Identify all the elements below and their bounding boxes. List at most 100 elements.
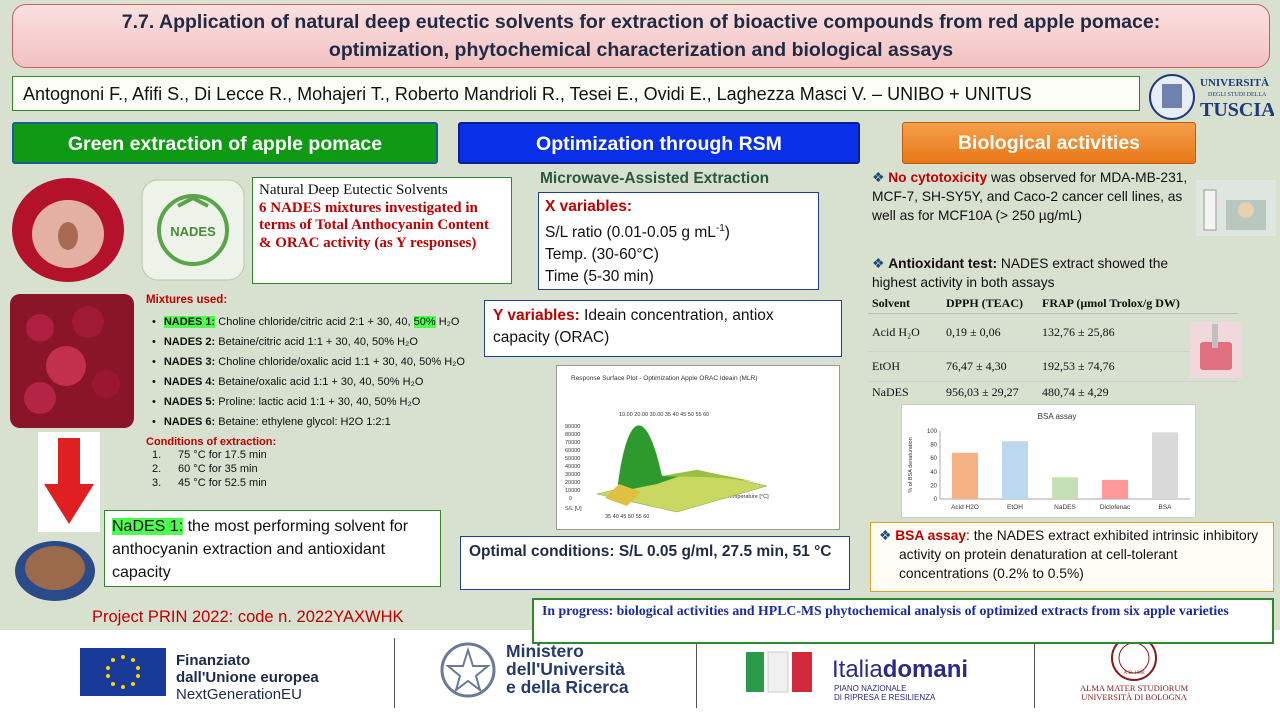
rsm-title: Response Surface Plot - Optimization App… [571, 375, 757, 382]
italian-republic-emblem-icon [440, 642, 496, 698]
mae-label: Microwave-Assisted Extraction [540, 170, 770, 187]
best-solvent-highlight: NaDES 1: [112, 518, 184, 535]
x-var-time: Time (5-30 min) [545, 268, 654, 286]
y-variables-heading: Y variables: [493, 307, 580, 324]
bsa-ytick-label: 20 [930, 483, 937, 489]
y-variables-box: Y variables: Ideain concentration, antio… [484, 300, 842, 357]
section-optimization: Optimization through RSM [458, 122, 860, 164]
rsm-ytick: 10000 [565, 488, 580, 494]
authors-box: Antognoni F., Afifi S., Di Lecce R., Moh… [12, 76, 1140, 111]
bsa-category-label: EtOH [1007, 504, 1023, 511]
condition-item: 1.75 °C for 17.5 min [152, 449, 267, 461]
svg-text:A.D. 1088: A.D. 1088 [1124, 671, 1145, 676]
x-variables-box: X variables: S/L ratio (0.01-0.05 g mL-1… [538, 192, 819, 290]
bsa-bar [1002, 441, 1028, 499]
tuscia-logo: UNIVERSITÀ DEGLI STUDI DELLA TUSCIA [1148, 70, 1276, 124]
bullet-icon: ❖ [879, 528, 892, 543]
response-surface-plot: Response Surface Plot - Optimization App… [556, 365, 840, 530]
red-apple-image [12, 178, 124, 282]
in-progress-box: In progress: biological activities and H… [532, 598, 1274, 644]
bsa-category-label: Diclofenac [1100, 504, 1131, 511]
eu-flag-icon [80, 648, 166, 696]
cytotoxicity-text: ❖ No cytotoxicity was observed for MDA-M… [872, 170, 1188, 223]
bsa-bar [1052, 477, 1078, 499]
table-row: EtOH 76,47 ± 4,30 192,53 ± 74,76 [868, 352, 1238, 382]
mixture-item: NADES 4: Betaine/oxalic acid 1:1 + 30, 4… [146, 372, 486, 392]
cell-culture-lab-image [1196, 180, 1276, 236]
x-var-sl-ratio: S/L ratio (0.01-0.05 g mL-1) [545, 223, 730, 242]
antioxidant-table: Solvent DPPH (TEAC) FRAP (µmol Trolox/g … [868, 294, 1238, 402]
best-solvent-box: NaDES 1: the most performing solvent for… [104, 510, 441, 587]
mixture-item: NADES 6: Betaine: ethylene glycol: H2O 1… [146, 412, 486, 432]
tuscia-logo-l2: DEGLI STUDI DELLA [1208, 92, 1267, 98]
section-green-extraction: Green extraction of apple pomace [12, 122, 438, 164]
arrow-panel [38, 432, 100, 532]
rsm-ytick: 20000 [565, 480, 580, 486]
rsm-top-ticks: 10.00 20.00 30.00 35 40 45 50 55 60 [619, 412, 709, 418]
bsa-ytick-label: 40 [930, 470, 937, 476]
bsa-category-label: BSA [1158, 504, 1172, 511]
prin-project-code: Project PRIN 2022: code n. 2022YAXWHK [92, 608, 404, 626]
italiadomani-text: Italiadomani [832, 656, 969, 683]
bsa-category-label: Acid H2O [951, 504, 979, 511]
title-line-2: optimization, phytochemical characteriza… [328, 39, 954, 61]
down-arrow-icon [44, 438, 94, 524]
mixtures-list: Mixtures used: NADES 1: Choline chloride… [146, 294, 486, 490]
bsa-ytick-label: 80 [930, 443, 937, 449]
rsm-ytick: 60000 [565, 448, 580, 454]
mixture-item: NADES 1: Choline chloride/citric acid 2:… [146, 312, 486, 332]
best-solvent-text: the most performing solvent for anthocya… [112, 518, 409, 581]
antioxidant-text: ❖ Antioxidant test: NADES extract showed… [872, 256, 1169, 290]
bullet-icon: ❖ [872, 256, 885, 271]
table-row: Acid H₂O 0,19 ± 0,06 132,76 ± 25,86 [868, 314, 1238, 352]
bsa-bar [952, 452, 978, 499]
rsm-ytick: 50000 [565, 456, 580, 462]
bsa-chart-title: BSA assay [1038, 412, 1077, 421]
table-header-row: Solvent DPPH (TEAC) FRAP (µmol Trolox/g … [868, 294, 1238, 314]
nades-icon-label: NADES [170, 224, 216, 239]
title-line-1: 7.7. Application of natural deep eutecti… [121, 11, 1161, 33]
rsm-x-right-label: Temperature [°C] [727, 494, 769, 500]
rsm-ytick: 0 [569, 496, 572, 502]
tuscia-logo-l3: TUSCIA [1200, 99, 1274, 121]
mixture-item: NADES 5: Proline: lactic acid 1:1 + 30, … [146, 392, 486, 412]
y-variables-text: Ideain concentration, antiox capacity (O… [493, 307, 774, 346]
mixture-item: NADES 2: Betaine/citric acid 1:1 + 30, 4… [146, 332, 486, 352]
rsm-x-bottom-ticks: 35 40 45 50 55 60 [605, 514, 649, 520]
tuscia-logo-l1: UNIVERSITÀ [1200, 77, 1269, 89]
section-biological: Biological activities [902, 122, 1196, 164]
mixture-item: NADES 3: Choline chloride/oxalic acid 1:… [146, 352, 486, 372]
optimal-conditions-box: Optimal conditions: S/L 0.05 g/ml, 27.5 … [460, 536, 850, 590]
pipette-sample-image [1190, 322, 1242, 378]
bullet-icon: ❖ [872, 170, 885, 185]
mixtures-heading: Mixtures used: [146, 294, 228, 306]
tuscia-seal-icon: UNIVERSITÀ DEGLI STUDI DELLA TUSCIA [1149, 74, 1276, 121]
rsm-x-left-label: S/L [U] [565, 506, 582, 512]
bsa-bar [1102, 479, 1128, 499]
italiadomani-logo-icon [746, 651, 812, 693]
condition-item: 3.45 °C for 52.5 min [152, 477, 267, 489]
bsa-assay-text: ❖ BSA assay: the NADES extract exhibited… [870, 522, 1274, 592]
bsa-chart-ylabel: % of BSA denaturation [908, 437, 914, 492]
rsm-ytick: 70000 [565, 440, 580, 446]
nades-line-1: Natural Deep Eutectic Solvents [259, 182, 448, 198]
condition-item: 2.60 °C for 35 min [152, 463, 258, 475]
conditions-heading: Conditions of extraction: [146, 436, 277, 448]
nades-extract-bowl-image [15, 541, 95, 601]
nades-description: Natural Deep Eutectic Solvents 6 NADES m… [252, 177, 512, 284]
x-var-temp: Temp. (30-60°C) [545, 246, 659, 264]
apple-pomace-image [10, 294, 134, 428]
bsa-ytick-label: 0 [934, 497, 938, 503]
x-variables-heading: X variables: [545, 198, 633, 215]
poster-title: 7.7. Application of natural deep eutecti… [12, 4, 1270, 68]
nades-line-2: 6 NADES mixtures investigated in terms o… [259, 199, 490, 251]
bsa-bar [1152, 432, 1178, 499]
rsm-ytick: 40000 [565, 464, 580, 470]
rsm-ytick: 90000 [565, 424, 580, 430]
bsa-ytick-label: 100 [927, 429, 938, 435]
